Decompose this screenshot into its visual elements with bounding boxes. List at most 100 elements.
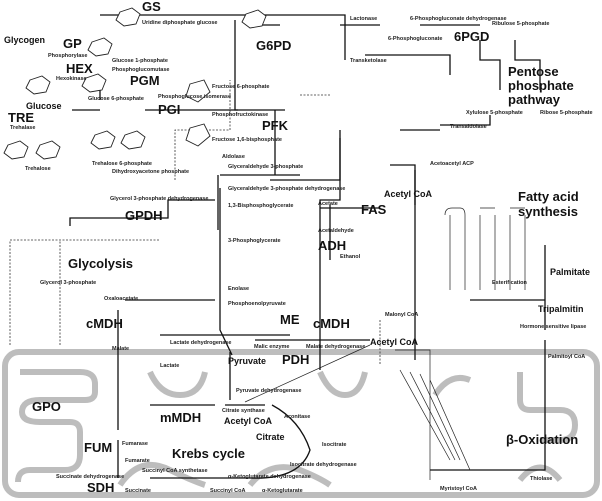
metabolite-isocitrate: Isocitrate <box>322 442 346 448</box>
enzyme-name-phosphorylase: Phosphorylase <box>48 53 87 59</box>
label-pentose: Pentose <box>508 64 559 79</box>
metabolite-glycerol-3-phosphate: Glycerol 3-phosphate <box>40 280 96 286</box>
metabolite-ethanol: Ethanol <box>340 254 361 260</box>
enzyme-name-lactonase: Lactonase <box>350 16 377 22</box>
metabolite-fbp: Fructose 1,6-bisphosphate <box>212 137 282 143</box>
enzyme-cMDH-2: cMDH <box>313 316 350 331</box>
enzyme-name-6pgd: 6-Phosphogluconate dehydrogenase <box>410 16 507 22</box>
enzyme-name-malic: Malic enzyme <box>254 344 289 350</box>
enzyme-ME: ME <box>280 312 300 327</box>
metabolite-succinyl-coa: Succinyl CoA <box>210 488 245 494</box>
metabolite-6-phosphogluconate: 6-Phosphogluconate <box>388 36 442 42</box>
metabolite-f6p: Fructose 6-phosphate <box>212 84 269 90</box>
enzyme-mMDH: mMDH <box>160 410 201 425</box>
enzyme-name-lipase: Hormone sensitive lipase <box>520 324 586 330</box>
enzyme-name-hexokinase: Hexokinase <box>56 76 87 82</box>
metabolite-labels: Glycogen Glucose Trehalose Trehalose 6-p… <box>4 20 593 494</box>
sugar-ring-structures <box>3 7 267 160</box>
enzyme-name-phosphoglucomutase: Phosphoglucomutase <box>112 67 169 73</box>
metabolite-ribose-5-phosphate: Ribose 5-phosphate <box>540 110 593 116</box>
metabolite-trehalose: Trehalose <box>25 166 51 172</box>
metabolite-pep: Phosphoenolpyruvate <box>228 301 286 307</box>
enzyme-abbreviations: GS GP HEX PGM PGI TRE PFK G6PD 6PGD GPDH… <box>8 0 489 495</box>
enzyme-name-gapdh: Glyceraldehyde 3-phosphate dehydrogenase <box>228 186 345 192</box>
enzyme-PGM: PGM <box>130 73 160 88</box>
enzyme-name-scs: Succinyl CoA synthetase <box>142 468 208 474</box>
enzyme-GP: GP <box>63 36 82 51</box>
label-phosphate: phosphate <box>508 78 574 93</box>
metabolite-g6p: Glucose 6-phosphate <box>88 96 144 102</box>
metabolite-dhap: Dihydroxyacetone phosphate <box>112 169 189 175</box>
label-fatty-acid: Fatty acid <box>518 189 579 204</box>
enzyme-name-idh: Isocitrate dehydrogenase <box>290 462 357 468</box>
metabolite-palmitate: Palmitate <box>550 267 590 277</box>
metabolite-fumarate: Fumarate <box>125 458 150 464</box>
enzyme-G6PD: G6PD <box>256 38 291 53</box>
metabolite-palmitoyl-coa: Palmitoyl CoA <box>548 354 585 360</box>
metabolite-myristoyl-coa: Myristoyl CoA <box>440 486 477 492</box>
metabolite-acetyl-coa-acetate: Acetyl CoA <box>384 189 433 199</box>
enzyme-name-aldolase: Aldolase <box>222 154 245 160</box>
enzyme-SDH: SDH <box>87 480 114 495</box>
metabolite-bpg: 1,3-Bisphosphoglycerate <box>228 203 293 209</box>
metabolite-akg: α-Ketoglutarate <box>262 488 303 494</box>
metabolite-xylulose-5-phosphate: Xylulose 5-phosphate <box>466 110 523 116</box>
label-beta-oxidation: β-Oxidation <box>506 432 578 447</box>
enzyme-name-gpdh: Glycerol 3-phosphate dehydrogenase <box>110 196 208 202</box>
metabolite-succinate: Succinate <box>125 488 151 494</box>
enzyme-name-cs: Citrate synthase <box>222 408 265 414</box>
metabolite-malate: Malate <box>112 346 129 352</box>
label-glycolysis: Glycolysis <box>68 256 133 271</box>
metabolite-glycogen: Glycogen <box>4 35 45 45</box>
metabolite-gap: Glyceraldehyde 3-phosphate <box>228 164 303 170</box>
metabolite-acetyl-coa-mito: Acetyl CoA <box>224 416 273 426</box>
enzyme-PGI: PGI <box>158 102 180 117</box>
enzyme-name-labels: Phosphorylase Hexokinase Phosphoglucomut… <box>10 16 586 482</box>
label-krebs-cycle: Krebs cycle <box>172 446 245 461</box>
enzyme-name-fumarase: Fumarase <box>122 441 148 447</box>
enzyme-name-pgi: Phosphoglucose isomerase <box>158 94 231 100</box>
metabolite-udpg: Uridine diphosphate glucose <box>142 20 217 26</box>
metabolite-acetoacetyl-acp: Acetoacetyl ACP <box>430 161 474 167</box>
metabolite-3pg: 3-Phosphoglycerate <box>228 238 281 244</box>
enzyme-name-sdh: Succinate dehydrogenase <box>56 474 124 480</box>
enzyme-PFK: PFK <box>262 118 289 133</box>
enzyme-HEX: HEX <box>66 61 93 76</box>
enzyme-name-pdh: Pyruvate dehydrogenase <box>236 388 301 394</box>
metabolite-lactate: Lactate <box>160 363 179 369</box>
metabolite-acetate: Acetate <box>318 201 338 207</box>
metabolite-acetaldehyde: Acetaldehyde <box>318 228 354 234</box>
label-synthesis: synthesis <box>518 204 578 219</box>
metabolite-g1p: Glucose 1-phosphate <box>112 58 168 64</box>
enzyme-FAS: FAS <box>361 202 387 217</box>
enzyme-GPDH: GPDH <box>125 208 163 223</box>
metabolite-tripalmitin: Tripalmitin <box>538 304 584 314</box>
pathway-titles: Glycolysis Pentose phosphate pathway Fat… <box>68 64 579 461</box>
enzyme-GPO: GPO <box>32 399 61 414</box>
enzyme-name-aconitase: Aconitase <box>284 414 310 420</box>
metabolite-glucose: Glucose <box>26 101 62 111</box>
enzyme-name-mdh: Malate dehydrogenase <box>306 344 365 350</box>
enzyme-ADH: ADH <box>318 238 346 253</box>
enzyme-TRE: TRE <box>8 110 34 125</box>
mitochondrion <box>2 349 600 498</box>
enzyme-GS: GS <box>142 0 161 14</box>
metabolite-oxaloacetate: Oxaloacetate <box>104 296 138 302</box>
pathway-arrows <box>9 14 546 480</box>
metabolite-acetyl-coa-cyto: Acetyl CoA <box>370 337 419 347</box>
enzyme-name-esterification: Esterification <box>492 280 527 286</box>
metabolite-t6p: Trehalose 6-phosphate <box>92 161 152 167</box>
enzyme-FUM: FUM <box>84 440 112 455</box>
enzyme-name-transketolase: Transketolase <box>350 58 387 64</box>
enzyme-PDH: PDH <box>282 352 309 367</box>
enzyme-name-ldh: Lactate dehydrogenase <box>170 340 231 346</box>
enzyme-name-pfk: Phosphofructokinase <box>212 112 268 118</box>
enzyme-name-trehalase: Trehalase <box>10 125 35 131</box>
metabolite-pyruvate: Pyruvate <box>228 356 266 366</box>
metabolite-citrate: Citrate <box>256 432 285 442</box>
enzyme-cMDH-1: cMDH <box>86 316 123 331</box>
enzyme-name-transaldolase: Transaldolase <box>450 124 487 130</box>
enzyme-name-enolase: Enolase <box>228 286 249 292</box>
metabolite-ribulose-5-phosphate: Ribulose 5-phosphate <box>492 21 549 27</box>
